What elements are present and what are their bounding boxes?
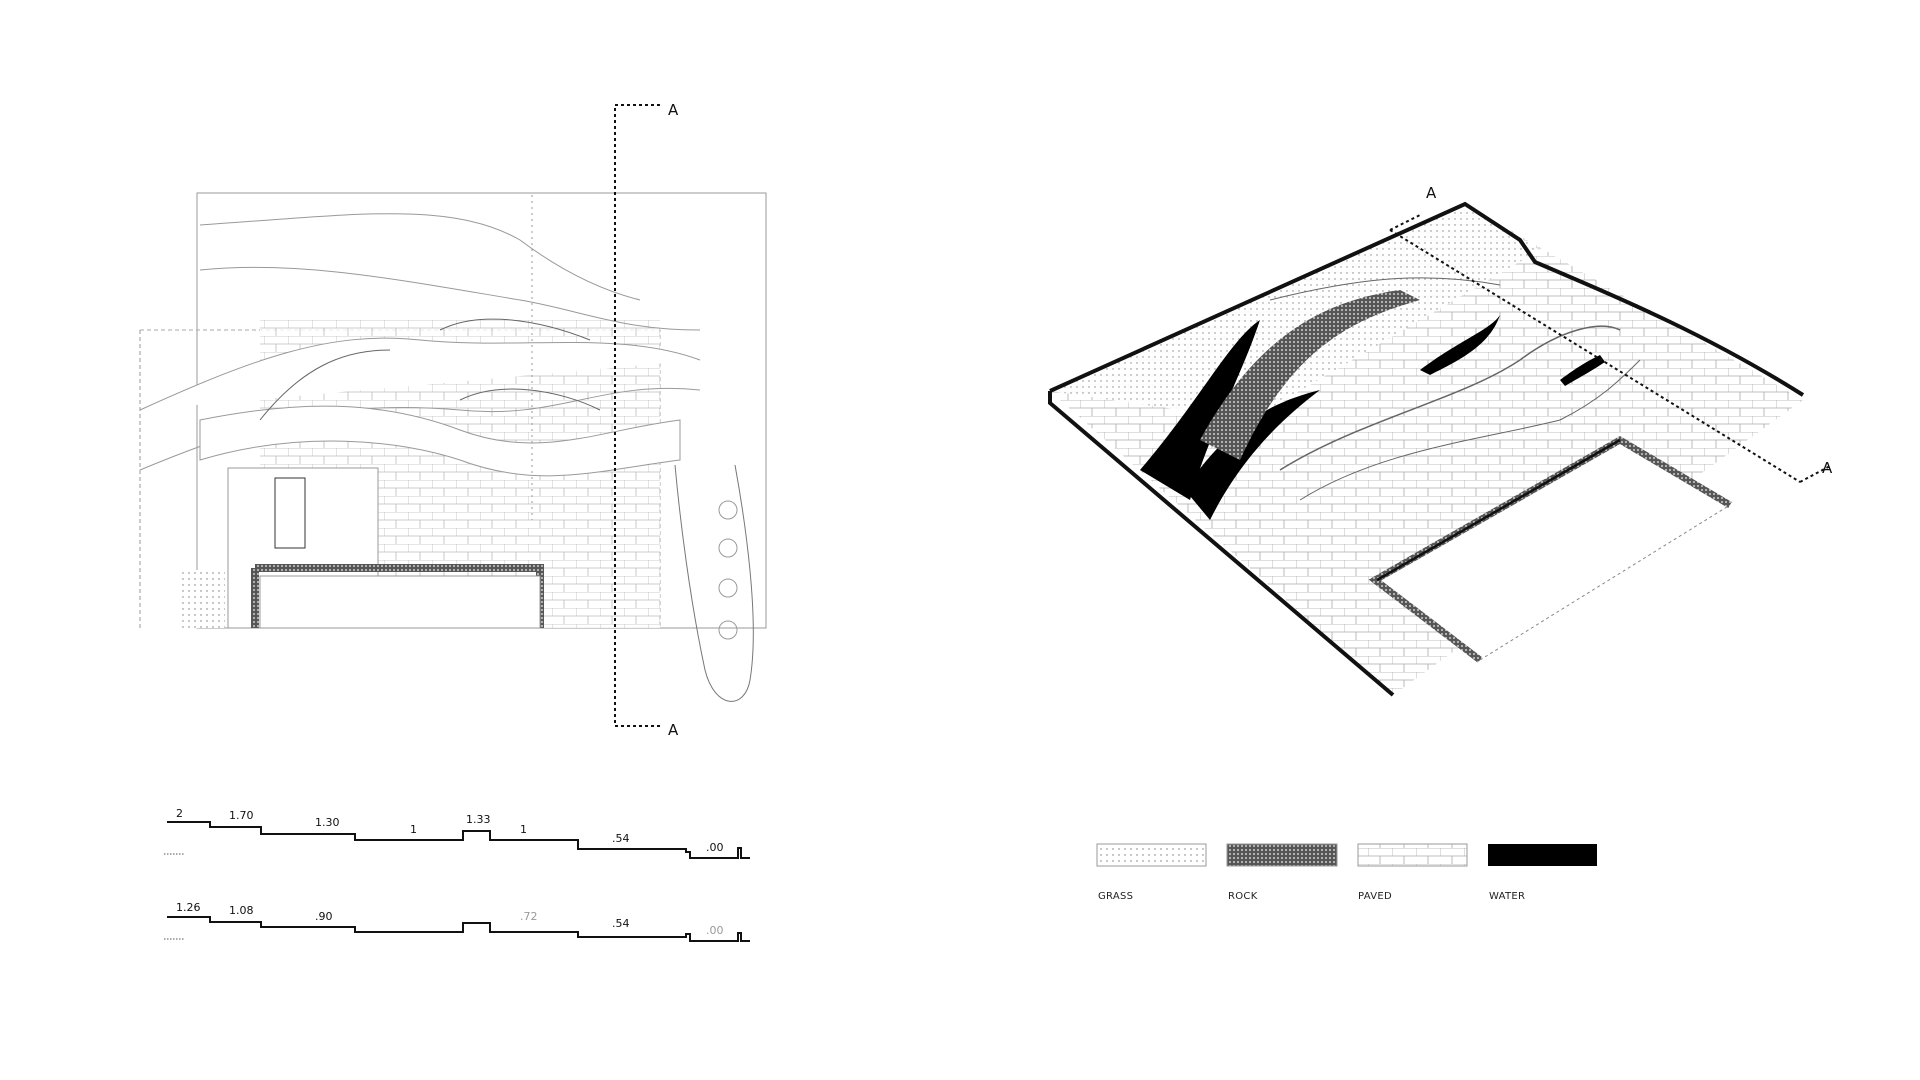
section-label-bottom: A	[668, 721, 679, 739]
level-label: .54	[612, 832, 630, 845]
level-label: .72	[520, 910, 538, 923]
legend-label-grass: GRASS	[1098, 891, 1133, 902]
legend-label-water: WATER	[1489, 891, 1525, 902]
level-label: 1	[520, 823, 527, 836]
legend-swatch-paved	[1357, 843, 1468, 867]
elevation-profile-1	[167, 821, 750, 859]
legend-swatch-grass	[1096, 843, 1207, 867]
site-plan	[139, 192, 767, 702]
level-label: .00	[706, 924, 724, 937]
legend-label-paved: PAVED	[1358, 891, 1392, 902]
level-label: 1.33	[466, 813, 491, 826]
section-label-top: A	[668, 101, 679, 119]
level-label: .54	[612, 917, 630, 930]
section-label-axo-top: A	[1426, 184, 1437, 202]
legend-label-rock: ROCK	[1228, 891, 1258, 902]
level-label: .90	[315, 910, 333, 923]
level-label: 1	[410, 823, 417, 836]
legend-swatch-rock	[1226, 843, 1338, 867]
legend-swatch-water	[1488, 844, 1597, 866]
legend: GRASS ROCK PAVED WATER	[1096, 843, 1597, 902]
level-label: 1.08	[229, 904, 254, 917]
section-cut-line-plan: A A	[614, 101, 679, 739]
level-label: 1.70	[229, 809, 254, 822]
level-label: 1.30	[315, 816, 340, 829]
section-label-axo-bottom: A	[1822, 459, 1833, 477]
axonometric-view: A A	[1048, 184, 1833, 697]
level-label: 1.26	[176, 901, 201, 914]
level-label: 2	[176, 807, 183, 820]
elevation-profile-2	[167, 916, 750, 942]
level-label: .00	[706, 841, 724, 854]
